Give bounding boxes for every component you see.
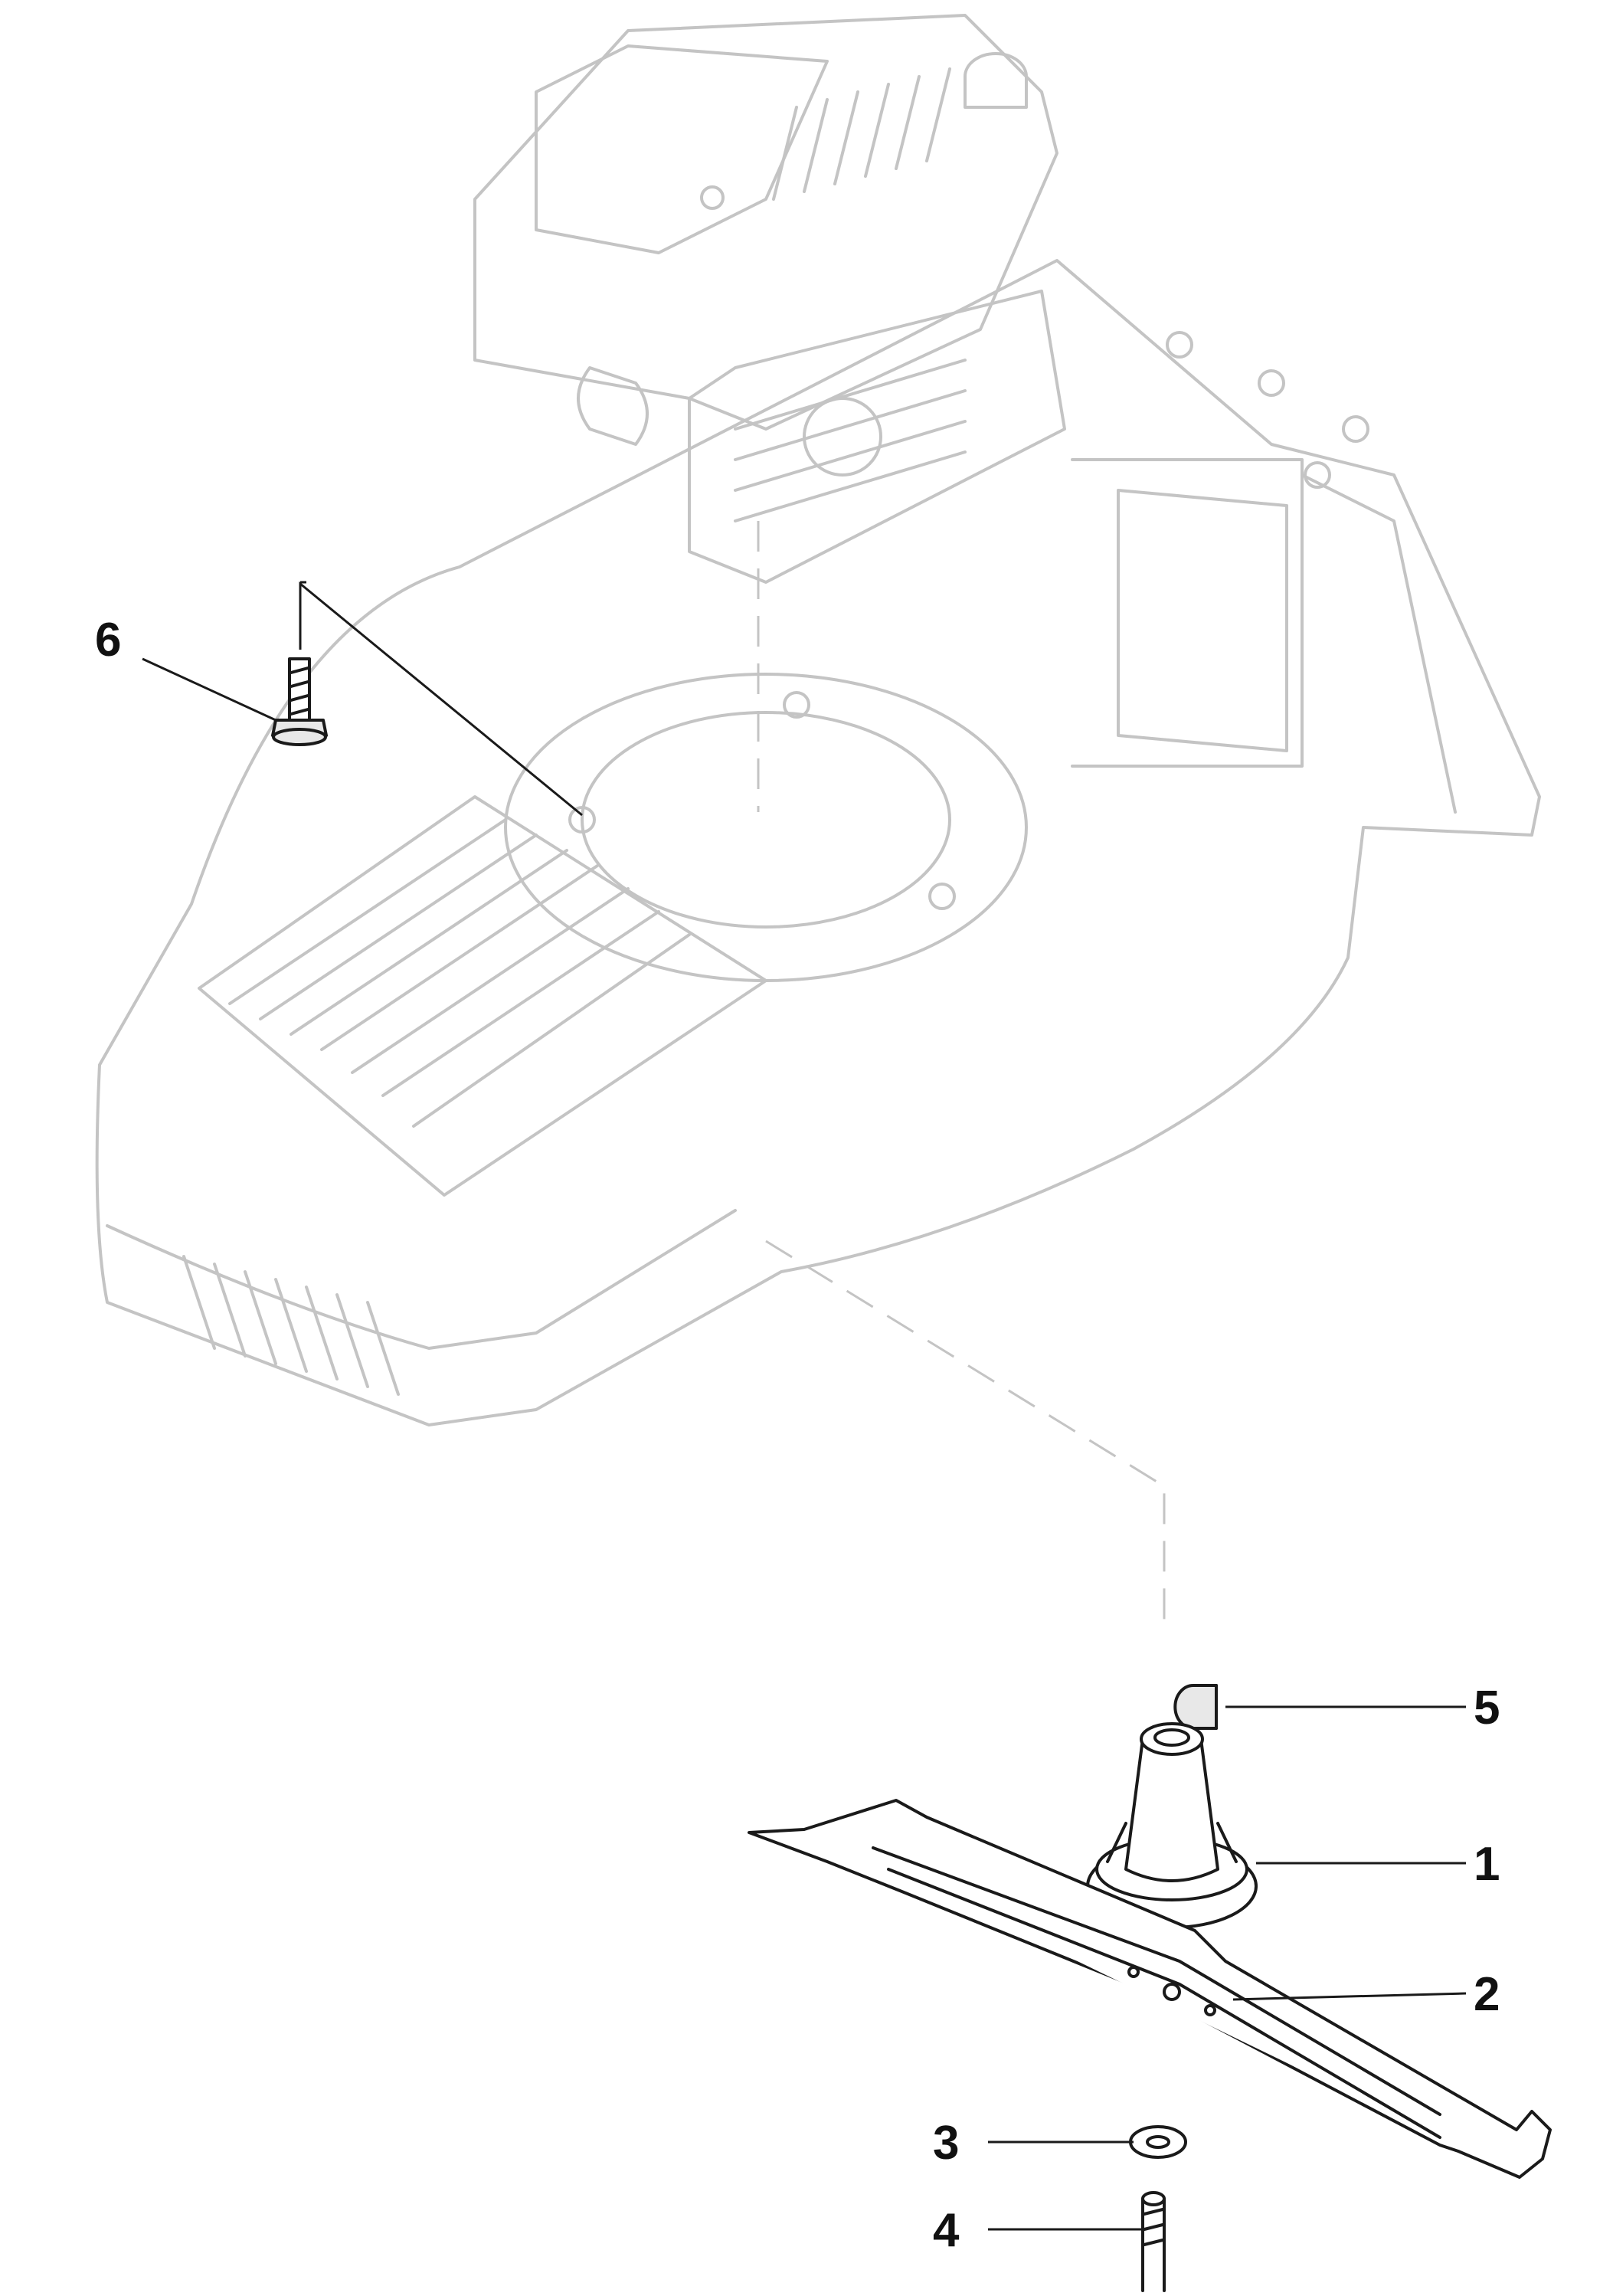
callout-1: 1: [1474, 1838, 1500, 1891]
blade-bolt-part: [1141, 2191, 1166, 2292]
ghosted-mower-deck-assembly: [95, 14, 1541, 1624]
callout-6: 6: [95, 614, 121, 667]
engine-fins-top: [772, 67, 951, 201]
key-part: [1173, 1684, 1218, 1730]
deck-front-grille: [182, 1255, 400, 1396]
engine-fins-bottom: [734, 359, 967, 522]
deck-ghost: [95, 259, 1541, 1426]
leader-6-to-holes: [299, 581, 583, 817]
callout-2: 2: [1474, 1968, 1500, 2021]
washer-part: [1129, 2125, 1187, 2159]
callout-numbers: 5 1 2 3 4 6: [95, 614, 1500, 2257]
leader-6: [142, 657, 276, 722]
assembly-axis-line: [757, 521, 1166, 1624]
leader-2: [1232, 1992, 1467, 2001]
callout-5: 5: [1474, 1682, 1500, 1734]
callout-3: 3: [933, 2117, 959, 2170]
blade-adapter-part: [1086, 1722, 1258, 1929]
engine-ghost: [473, 14, 1066, 584]
screw-part: [271, 657, 328, 746]
leader-lines: [142, 581, 1467, 2231]
callout-4: 4: [933, 2204, 960, 2257]
cutting-blade-part: [748, 1799, 1552, 2179]
deck-ribs: [228, 818, 691, 1128]
